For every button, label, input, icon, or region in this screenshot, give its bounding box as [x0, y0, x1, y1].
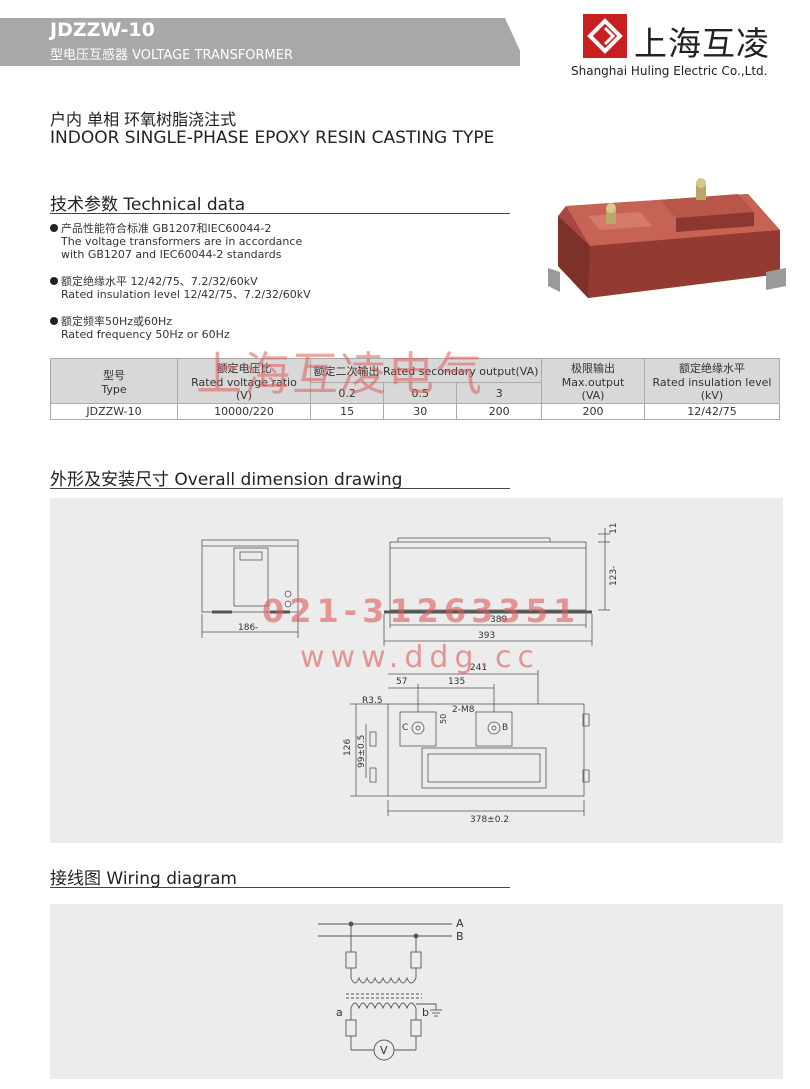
- table-row: JDZZW-10 10000/220 15 30 200 200 12/42/7…: [50, 403, 780, 420]
- cell-type: JDZZW-10: [50, 403, 178, 420]
- dim-99: 99±0.5: [357, 735, 367, 768]
- dim-r35: R3.5: [362, 696, 383, 706]
- th-class: 0.5: [383, 382, 458, 404]
- bullet-en: Rated insulation level 12/42/75、7.2/32/6…: [61, 288, 311, 301]
- dim-2m8: 2-M8: [452, 705, 475, 715]
- technical-title: 技术参数 Technical data: [50, 195, 246, 215]
- cell-output-02: 15: [309, 403, 385, 420]
- bullet-cn: 产品性能符合标准 GB1207和IEC60044-2: [61, 222, 272, 235]
- model-subtitle: 型电压互感器 VOLTAGE TRANSFORMER: [50, 48, 294, 63]
- brand-name-cn: 上海互凌: [634, 24, 770, 63]
- cell-output-05: 30: [383, 403, 458, 420]
- dim-126: 126: [343, 739, 353, 756]
- wiring-label-a-lower: a: [336, 1006, 343, 1019]
- type-en: INDOOR SINGLE-PHASE EPOXY RESIN CASTING …: [50, 128, 495, 148]
- bullet-insulation: 额定绝缘水平 12/42/75、7.2/32/60kV Rated insula…: [50, 275, 311, 301]
- dim-241: 241: [470, 663, 487, 673]
- side-view: [201, 539, 299, 638]
- dim-186: 186-: [238, 623, 258, 633]
- bullet-standard: 产品性能符合标准 GB1207和IEC60044-2 The voltage t…: [50, 222, 302, 261]
- dim-393: 393: [478, 631, 495, 641]
- model-title: JDZZW-10: [50, 19, 155, 41]
- bullet-dot-icon: [50, 224, 58, 232]
- watermark-phone: 021-31263351: [262, 592, 581, 630]
- th-class: 0.2: [309, 382, 385, 404]
- terminal-b: B: [502, 723, 508, 733]
- dimension-title: 外形及安装尺寸 Overall dimension drawing: [50, 470, 403, 490]
- bullet-dot-icon: [50, 317, 58, 325]
- dimension-drawing: 186- 389 393 11 123-: [201, 523, 619, 825]
- dim-389: 389: [490, 615, 507, 625]
- wiring-label-a-upper: A: [456, 917, 464, 930]
- dimension-drawing-panel: 186- 389 393 11 123-: [50, 498, 783, 843]
- wiring-diagram: A B a b V: [318, 917, 464, 1061]
- bullet-en: The voltage transformers are in accordan…: [61, 235, 303, 248]
- dim-50: 50: [439, 714, 448, 724]
- type-cn: 户内 单相 环氧树脂浇注式: [50, 110, 237, 129]
- cell-insulation: 12/42/75: [644, 403, 780, 420]
- cell-output-3: 200: [456, 403, 542, 420]
- bullet-en: Rated frequency 50Hz or 60Hz: [61, 328, 230, 341]
- dim-123: 123-: [609, 566, 619, 586]
- brand-name-en: Shanghai Huling Electric Co.,Ltd.: [571, 64, 768, 78]
- dim-378: 378±0.2: [470, 815, 509, 825]
- watermark-web: www.ddg.cc: [300, 640, 541, 675]
- bullet-cn: 额定频率50Hz或60Hz: [61, 315, 173, 328]
- terminal-c: C: [402, 723, 408, 733]
- voltmeter-label: V: [380, 1044, 388, 1057]
- front-view: [383, 528, 610, 646]
- top-view: [350, 670, 590, 816]
- cell-ratio: 10000/220: [177, 403, 311, 420]
- wiring-title: 接线图 Wiring diagram: [50, 869, 237, 889]
- th-output: 额定二次输出 Rated secondary output(VA): [310, 357, 542, 384]
- bullet-frequency: 额定频率50Hz或60Hz Rated frequency 50Hz or 60…: [50, 315, 230, 341]
- section-divider: [50, 213, 510, 214]
- dim-11: 11: [609, 523, 619, 534]
- brand-area: [520, 10, 810, 85]
- company-logo-icon: [583, 14, 627, 58]
- bullet-en: with GB1207 and IEC60044-2 standards: [61, 248, 282, 261]
- product-photo: [548, 178, 786, 298]
- wiring-label-b-upper: B: [456, 930, 464, 943]
- bullet-dot-icon: [50, 277, 58, 285]
- cell-max-output: 200: [541, 403, 645, 420]
- dim-57: 57: [396, 677, 407, 687]
- wiring-diagram-panel: A B a b V: [50, 904, 783, 1079]
- wiring-label-b-lower: b: [422, 1006, 429, 1019]
- section-divider: [50, 488, 510, 489]
- dim-135: 135: [448, 677, 465, 687]
- th-class: 3: [456, 382, 542, 404]
- section-divider: [50, 887, 510, 888]
- bullet-cn: 额定绝缘水平 12/42/75、7.2/32/60kV: [61, 275, 258, 288]
